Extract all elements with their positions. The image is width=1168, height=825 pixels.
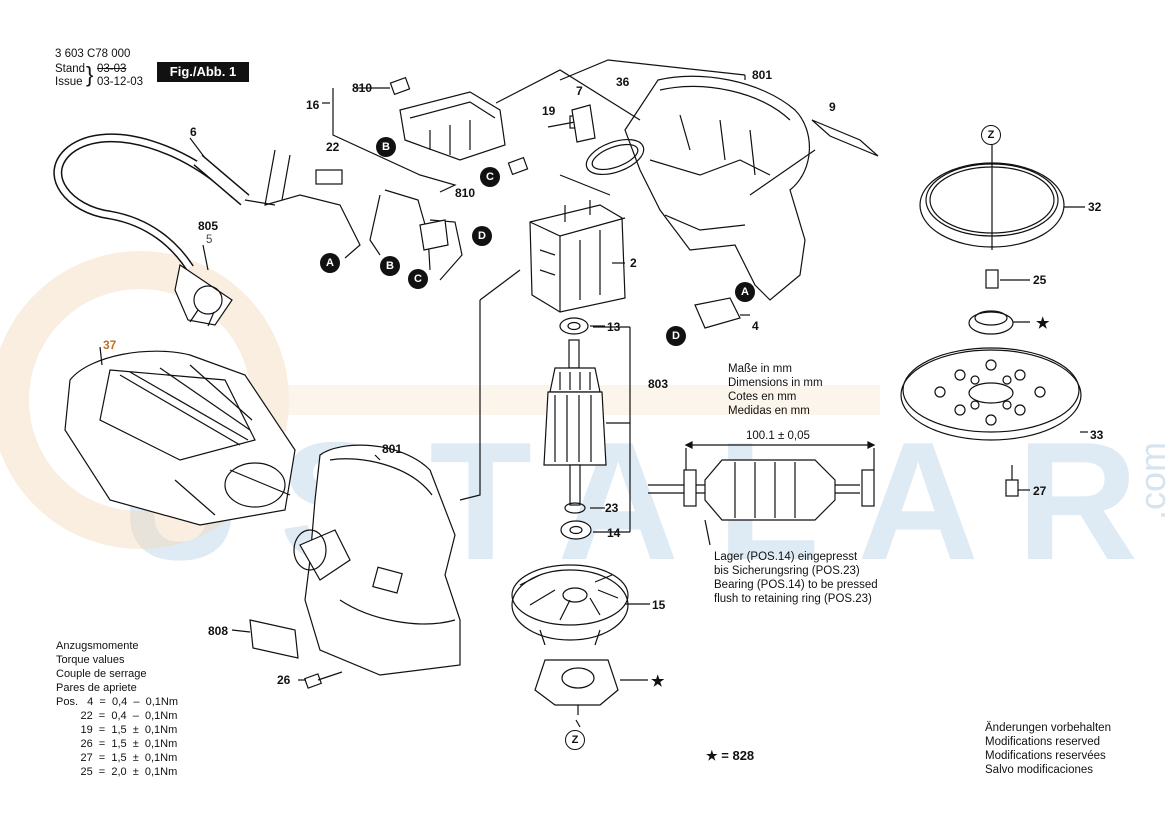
bearing-note: flush to retaining ring (POS.23) [714, 593, 872, 605]
connector-marker-b: B [380, 256, 400, 276]
eccentric-hub [534, 659, 619, 715]
connector-marker-b: B [376, 137, 396, 157]
connector-marker-c: C [480, 167, 500, 187]
torque-title: Pares de apriete [56, 682, 137, 694]
part-number: 5 [206, 234, 213, 246]
bearing-note: Lager (POS.14) eingepresst [714, 551, 858, 563]
armature-dimension-drawing [648, 441, 876, 546]
modifications-note: Änderungen vorbehalten [985, 722, 1111, 734]
power-cord [53, 133, 276, 271]
star-legend: ★ = 828 [706, 748, 755, 763]
dimensions-note: Cotes en mm [728, 391, 797, 403]
connector-marker-d: D [472, 226, 492, 246]
dust-container [64, 350, 296, 526]
part-number: 6 [190, 125, 197, 139]
part-number: 26 [277, 673, 291, 687]
torque-title: Anzugsmomente [56, 640, 139, 652]
mains-plug [174, 263, 233, 327]
part-number: 13 [607, 320, 621, 334]
part-number: 32 [1088, 200, 1102, 214]
part-number: 22 [326, 140, 340, 154]
part-number: 23 [605, 501, 619, 515]
sanding-plate [900, 347, 1082, 441]
torque-title: Torque values [56, 654, 125, 666]
part-number: 7 [576, 84, 583, 98]
armature [543, 339, 607, 506]
part-number: 801 [752, 68, 773, 82]
part-number: 9 [829, 100, 836, 114]
part-number: 37 [103, 338, 117, 352]
housing-upper [559, 59, 811, 301]
figure-label: Fig./Abb. 1 [157, 62, 249, 82]
torque-row: 22 = 0,4 – 0,1Nm [56, 710, 178, 722]
torque-table: Anzugsmomente Torque values Couple de se… [56, 639, 178, 779]
bearing-note: bis Sicherungsring (POS.23) [714, 565, 860, 577]
dimension-value: 100.1 ± 0,05 [746, 430, 810, 442]
modifications-note: Salvo modificaciones [985, 764, 1094, 776]
torque-row: 27 = 1,5 ± 0,1Nm [56, 752, 178, 764]
dimensions-note: Dimensions in mm [728, 377, 823, 389]
part-number: 36 [616, 75, 630, 89]
dimensions-note: Maße in mm [728, 363, 792, 375]
torque-title: Couple de serrage [56, 668, 147, 680]
torque-row: 26 = 1,5 ± 0,1Nm [56, 738, 178, 750]
torque-row: 25 = 2,0 ± 0,1Nm [56, 766, 178, 778]
connector-marker-d: D [666, 326, 686, 346]
part-number: 4 [752, 319, 759, 333]
part-number: 805 [198, 219, 219, 233]
connector-marker-c: C [408, 269, 428, 289]
part-number: 33 [1090, 428, 1104, 442]
zone-marker: Z [565, 730, 585, 750]
modifications-note: Modifications reservées [985, 750, 1106, 762]
part-number: 27 [1033, 484, 1047, 498]
torque-row: Pos. 4 = 0,4 – 0,1Nm [56, 696, 178, 708]
internal-wires [264, 149, 463, 281]
issue-value: 03-12-03 [97, 76, 144, 88]
part-number: 810 [455, 186, 476, 200]
issue-label: Issue [55, 76, 83, 88]
zone-marker: Z [981, 125, 1001, 145]
star-icon: ★ [651, 673, 665, 690]
part-number: 14 [607, 526, 621, 540]
connector-marker-a: A [735, 282, 755, 302]
part-number: 16 [306, 98, 320, 112]
part-number: 15 [652, 598, 666, 612]
part-number: 810 [352, 81, 373, 95]
housing-lower [293, 444, 461, 676]
part-number: 808 [208, 624, 229, 638]
part-number: 25 [1033, 273, 1047, 287]
stator [529, 200, 626, 313]
stand-value: 03-03 [97, 63, 127, 75]
part-number: 803 [648, 377, 669, 391]
dimensions-note: Medidas en mm [728, 405, 810, 417]
stand-label: Stand [55, 63, 86, 75]
star-icon: ★ [1036, 315, 1050, 332]
part-number: 19 [542, 104, 556, 118]
drawing-number: 3 603 C78 000 [55, 48, 131, 60]
fan [511, 564, 629, 646]
modifications-note: Modifications reserved [985, 736, 1101, 748]
part-number: 801 [382, 442, 403, 456]
bearing-note: Bearing (POS.14) to be pressed [714, 579, 878, 591]
switch-assembly [389, 76, 529, 251]
connector-marker-a: A [320, 253, 340, 273]
torque-row: 19 = 1,5 ± 0,1Nm [56, 724, 178, 736]
brace-icon: } [86, 62, 94, 87]
part-number: 2 [630, 256, 637, 270]
